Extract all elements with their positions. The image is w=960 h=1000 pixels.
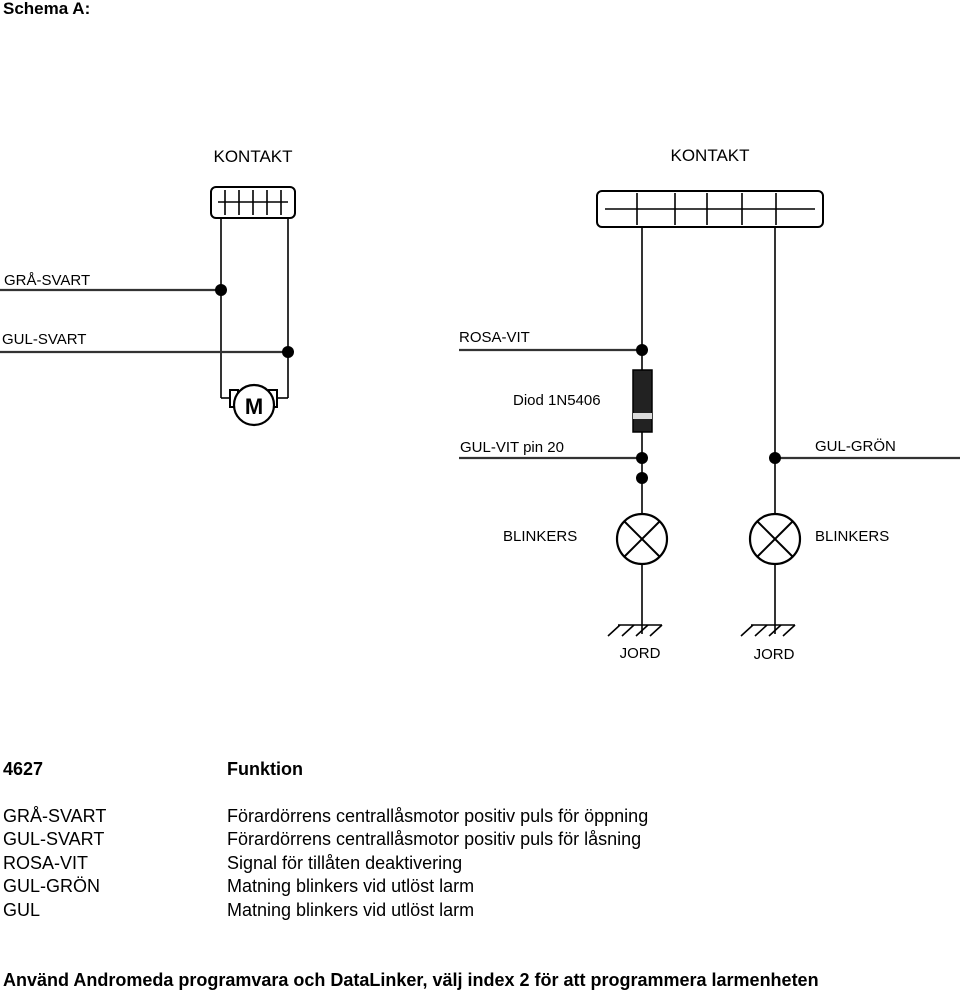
diode-label: Diod 1N5406 xyxy=(513,392,601,409)
ground-icon-left xyxy=(607,624,663,637)
table-row: GUL-SVART Förardörrens centrallåsmotor p… xyxy=(0,828,960,852)
junction-rosa-vit xyxy=(636,344,648,356)
table-row: GUL-GRÖN Matning blinkers vid utlöst lar… xyxy=(0,875,960,899)
table-row: ROSA-VIT Signal för tillåten deaktiverin… xyxy=(0,852,960,876)
lamp-left-label: BLINKERS xyxy=(503,528,577,545)
table-cell-wire: GUL xyxy=(3,899,41,920)
lamp-right-label: BLINKERS xyxy=(815,528,889,545)
junction-gul-svart xyxy=(282,346,294,358)
lamp-icon-right xyxy=(748,512,802,566)
junction-gra-svart xyxy=(215,284,227,296)
table-row: GUL Matning blinkers vid utlöst larm xyxy=(0,899,960,923)
connector-right-label: KONTAKT xyxy=(670,146,749,165)
diagram-title: Schema A: xyxy=(3,0,90,18)
motor-label: M xyxy=(245,394,263,419)
table-cell-function: Förardörrens centrallåsmotor positiv pul… xyxy=(227,805,649,826)
table-header-code: 4627 xyxy=(3,759,44,779)
junction-gul-vit xyxy=(636,452,648,464)
junction-lamp-left-top xyxy=(636,472,648,484)
table-cell-wire: ROSA-VIT xyxy=(3,852,89,873)
table-header: 4627 Funktion xyxy=(0,758,960,782)
connector-right xyxy=(596,190,824,228)
wire-label-gra-svart: GRÅ-SVART xyxy=(4,272,90,289)
blinker-circuit-left xyxy=(459,227,648,634)
ground-left-label: JORD xyxy=(620,645,661,662)
table-cell-wire: GUL-GRÖN xyxy=(3,876,101,896)
footer-note: Använd Andromeda programvara och DataLin… xyxy=(3,970,819,990)
wire-label-gul-svart: GUL-SVART xyxy=(2,331,86,348)
table-row: GRÅ-SVART Förardörrens centrallåsmotor p… xyxy=(0,805,960,829)
junction-gul-gron xyxy=(769,452,781,464)
function-table: 4627 Funktion GRÅ-SVART Förardörrens cen… xyxy=(0,758,960,922)
lamp-icon-left xyxy=(615,512,669,566)
motor-circuit xyxy=(0,218,294,399)
table-cell-function: Förardörrens centrallåsmotor positiv pul… xyxy=(227,829,642,849)
connector-left-label: KONTAKT xyxy=(213,147,292,166)
table-cell-wire: GRÅ-SVART xyxy=(3,805,107,826)
wire-label-gul-vit: GUL-VIT pin 20 xyxy=(460,439,564,456)
wire-label-gul-gron: GUL-GRÖN xyxy=(815,437,896,455)
table-cell-wire: GUL-SVART xyxy=(3,829,105,849)
motor-icon: M xyxy=(229,383,278,427)
ground-icon-right xyxy=(740,624,796,637)
table-header-function: Funktion xyxy=(227,759,303,779)
ground-right-label: JORD xyxy=(754,646,795,663)
wire-label-rosa-vit: ROSA-VIT xyxy=(459,329,530,346)
diode-icon xyxy=(632,369,653,433)
table-cell-function: Matning blinkers vid utlöst larm xyxy=(227,876,475,896)
table-cell-function: Matning blinkers vid utlöst larm xyxy=(227,899,475,920)
blinker-circuit-right xyxy=(769,227,960,634)
table-cell-function: Signal för tillåten deaktivering xyxy=(227,852,463,873)
connector-left xyxy=(210,186,296,219)
